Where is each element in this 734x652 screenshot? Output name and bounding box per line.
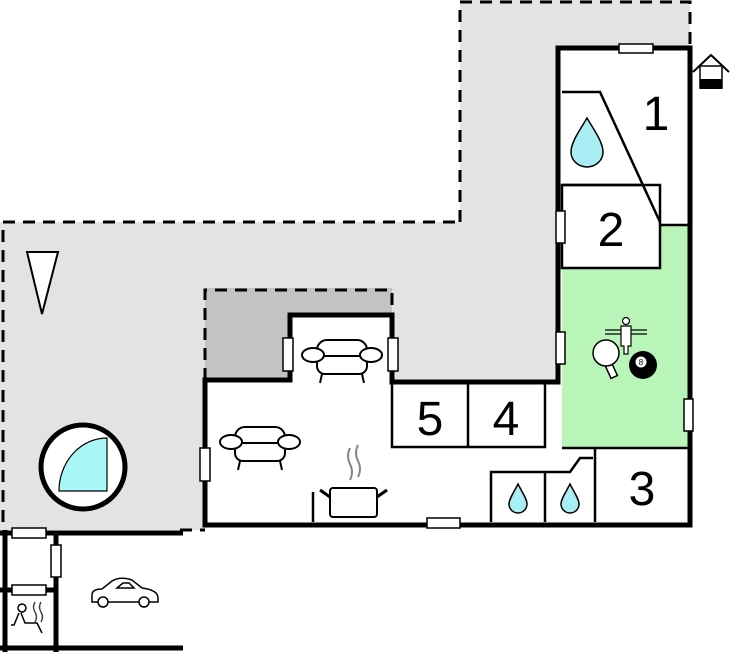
water-drop-icon: [508, 482, 528, 514]
water-drop-icon: [560, 482, 580, 514]
room-label: 5: [417, 393, 444, 446]
bathroom-walls: [489, 456, 593, 522]
window: [11, 527, 47, 539]
sofa-icon: [301, 339, 383, 384]
window: [11, 584, 47, 596]
window: [555, 210, 566, 244]
entrance-house-icon: [692, 53, 730, 89]
billiard-ball-number: 8: [639, 358, 644, 367]
outer-wall: [202, 45, 693, 528]
window: [555, 331, 566, 365]
north-arrow-icon: [25, 251, 60, 315]
water-drop-icon: [570, 116, 604, 168]
window: [282, 337, 294, 372]
car-icon: [91, 577, 159, 608]
plot-boundary-left: [1, 220, 455, 530]
outdoor-area: [0, 0, 690, 530]
window: [50, 544, 62, 578]
window: [618, 43, 654, 54]
sauna-icon: [11, 601, 44, 634]
sofa-icon: [219, 426, 301, 471]
kitchen-pot-icon: [319, 444, 388, 518]
bathroom-1-wall: [562, 90, 662, 223]
room-label: 2: [598, 204, 625, 257]
covered-patio: [205, 288, 392, 380]
plot-boundary: [458, 0, 692, 222]
room-label: 3: [629, 463, 656, 516]
hot-tub-icon: [38, 422, 128, 512]
windows: [11, 43, 694, 596]
window: [387, 337, 399, 372]
room-label: 1: [643, 88, 670, 141]
patio-boundary: [203, 288, 394, 380]
table-football-icon: [605, 316, 647, 355]
billiard-ball-icon: 8: [629, 351, 657, 379]
window: [426, 517, 461, 529]
window: [199, 447, 211, 482]
room-label: 4: [493, 393, 520, 446]
window: [683, 398, 694, 432]
table-tennis-icon: [592, 339, 620, 380]
